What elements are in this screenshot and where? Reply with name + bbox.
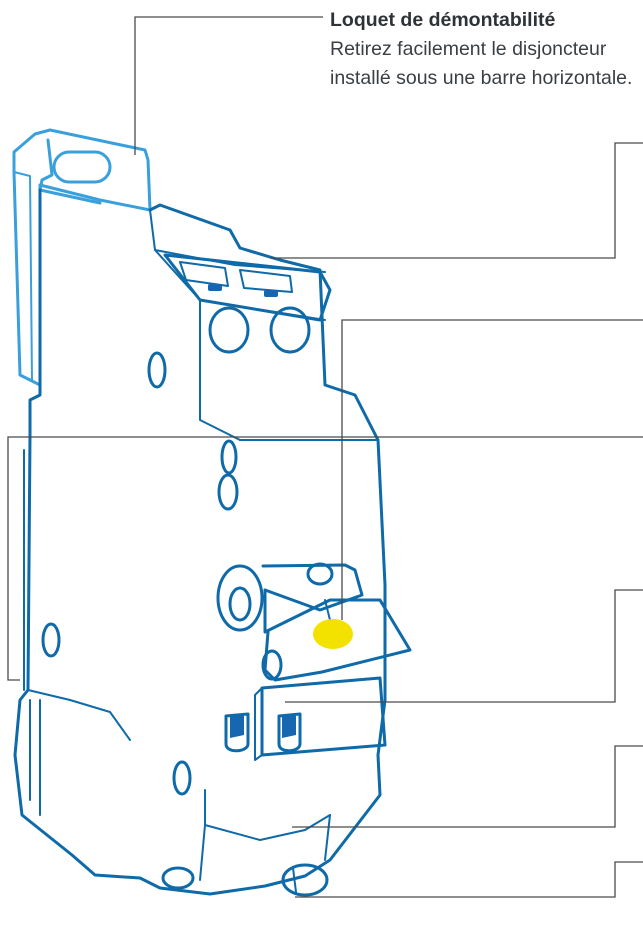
- leader-bottom-screw: [295, 862, 643, 897]
- leader-lines: [8, 17, 643, 897]
- callout-title: Loquet de démontabilité: [330, 6, 643, 35]
- callout-latch: Loquet de démontabilité Retirez facileme…: [330, 6, 643, 93]
- release-slot: [54, 152, 110, 182]
- leader-top-terminals: [270, 143, 643, 258]
- din-latch: [14, 130, 150, 385]
- bottom-terminal-screws: [163, 714, 327, 895]
- status-indicator: [313, 619, 353, 649]
- callout-description: Retirez facilement le disjoncteur instal…: [330, 35, 643, 93]
- leader-latch: [135, 17, 323, 155]
- terminal-markers: [208, 284, 296, 738]
- leader-bottom-terminals: [292, 746, 643, 827]
- top-terminal-screws: [149, 255, 330, 509]
- top-screw-left: [210, 308, 248, 352]
- side-recesses: [43, 624, 190, 794]
- leader-indicator: [342, 320, 643, 620]
